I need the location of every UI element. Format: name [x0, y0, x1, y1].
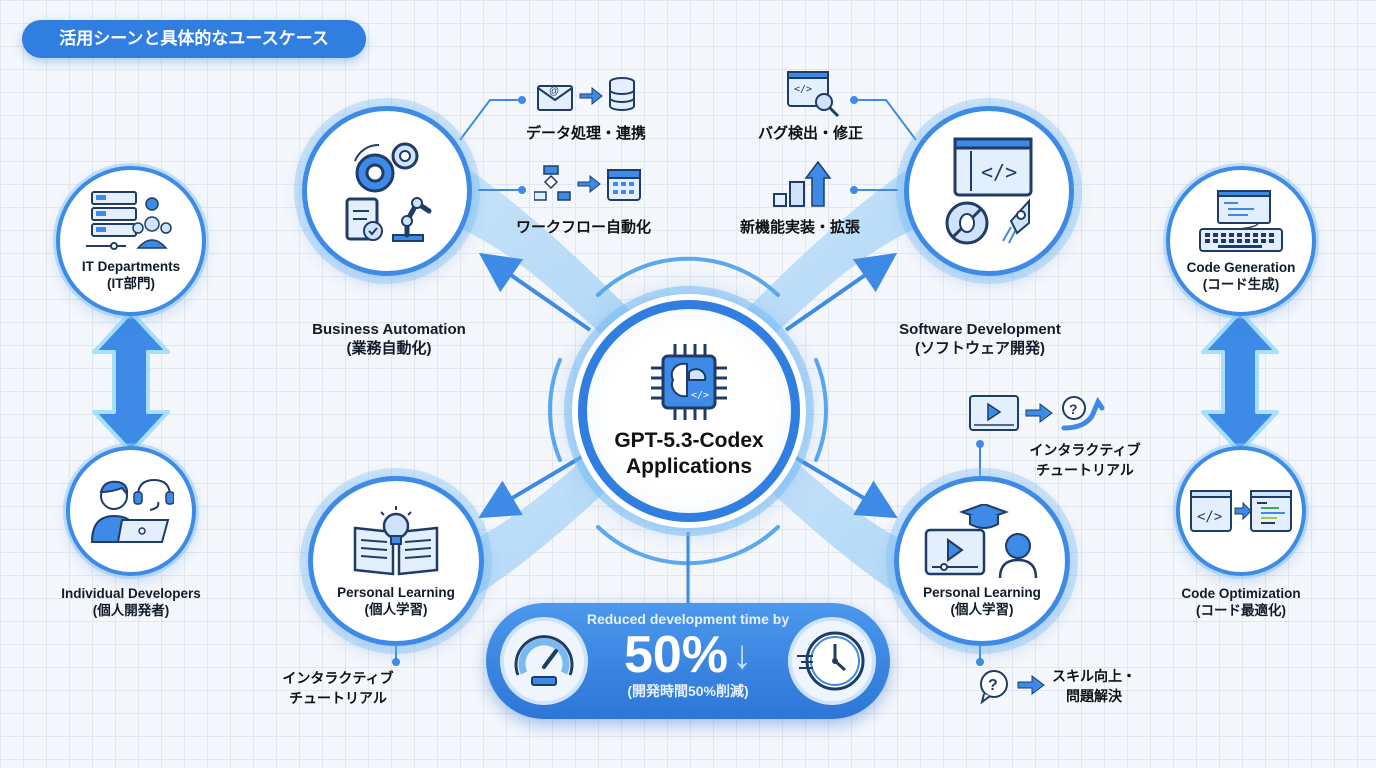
svg-text:@: @: [549, 86, 559, 97]
stat-caption-jp: (開発時間50%削減): [627, 683, 749, 699]
svg-text:</>: </>: [981, 160, 1017, 184]
feature-skill-up: スキル向上・ 問題解決: [1052, 666, 1136, 706]
label-en: Personal Learning: [337, 585, 455, 600]
stat-caption: Reduced development time by: [586, 611, 790, 627]
node-individual-developers[interactable]: [66, 446, 196, 576]
svg-text:</>: </>: [794, 84, 812, 95]
growth-bars-arrow-icon: [772, 160, 832, 208]
node-personal-learning-left[interactable]: Personal Learning (個人学習): [308, 476, 484, 646]
label-jp: (業務自動化): [346, 340, 432, 357]
label-jp: (コード最適化): [1196, 603, 1286, 618]
question-bubble-icon: ?: [980, 670, 1008, 705]
node-it-departments[interactable]: IT Departments (IT部門): [56, 166, 206, 316]
ai-chip-brain-code-icon: </>: [651, 344, 727, 420]
flowchart-icon: [533, 165, 571, 201]
book-lightbulb-icon: [353, 506, 439, 576]
video-player-icon: [969, 395, 1019, 431]
label-en: Code Optimization: [1181, 586, 1301, 601]
label-software-development: Software Development (ソフトウェア開発): [862, 320, 1098, 358]
label-en: Personal Learning: [923, 585, 1041, 600]
label-jp: (個人学習): [364, 602, 428, 617]
feature-icons-data-processing: @: [536, 76, 646, 112]
double-arrow-right: [1201, 310, 1279, 454]
server-team-icon: [86, 191, 172, 250]
feature-new-feature: 新機能実装・拡張: [740, 219, 861, 236]
label-en: Individual Developers: [61, 586, 201, 601]
email-icon: @: [537, 85, 573, 111]
svg-text:?: ?: [1069, 401, 1078, 417]
feature-interactive-tutorial-right: インタラクティブ チュートリアル: [1026, 440, 1144, 480]
node-personal-learning-right[interactable]: Personal Learning (個人学習): [894, 476, 1070, 646]
fast-clock-icon: [788, 617, 876, 705]
node-code-optimization[interactable]: </>: [1176, 446, 1306, 576]
down-arrow-icon: ↓: [732, 633, 753, 677]
label-en: Code Generation: [1186, 260, 1296, 275]
double-arrow-left: [92, 310, 170, 454]
page-title: 活用シーンと具体的なユースケース: [22, 20, 366, 58]
feature-icons-skill-up: ?: [978, 668, 1052, 705]
feature-data-processing: データ処理・連携: [526, 125, 647, 142]
feature-workflow-automation: ワークフロー自動化: [516, 219, 652, 236]
svg-text:?: ?: [988, 677, 998, 694]
feature-text-line1: インタラクティブ: [1029, 442, 1141, 458]
label-jp: (個人学習): [950, 602, 1014, 617]
speedometer-icon: [500, 617, 588, 705]
svg-text:</>: </>: [1197, 509, 1222, 525]
center-title: GPT-5.3-Codex Applications: [614, 428, 763, 480]
svg-text:</>: </>: [691, 390, 709, 401]
code-search-icon: </>: [786, 70, 842, 120]
developer-laptop-headset-icon: [90, 478, 174, 543]
code-window-keyboard-icon: [1199, 190, 1283, 252]
stat-banner: Reduced development time by 50% ↓ (開発時間5…: [486, 603, 890, 719]
feature-text-line1: インタラクティブ: [282, 670, 394, 686]
stat-content: Reduced development time by 50% ↓ (開発時間5…: [586, 611, 790, 701]
center-title-line2: Applications: [625, 455, 752, 478]
center-node-gpt-codex[interactable]: </> GPT-5.3-Codex Applications: [578, 300, 800, 522]
feature-icons-tutorial-right: ?: [968, 394, 1112, 434]
label-en: Software Development: [899, 321, 1061, 338]
code-window-bug-rocket-icon: </>: [945, 137, 1033, 245]
code-refactor-icon: </>: [1190, 490, 1292, 532]
label-code-optimization: Code Optimization (コード最適化): [1150, 585, 1332, 619]
node-business-automation[interactable]: [302, 106, 472, 276]
feature-interactive-tutorial-left: インタラクティブ チュートリアル: [276, 668, 400, 708]
label-business-automation: Business Automation (業務自動化): [272, 320, 506, 358]
gears-document-robot-arm-icon: [345, 142, 432, 242]
label-en: IT Departments: [81, 259, 181, 274]
arrow-right-icon: [579, 86, 603, 106]
feature-text-line1: スキル向上・: [1052, 668, 1136, 684]
stat-value: 50%: [623, 626, 729, 684]
label-jp: (IT部門): [107, 276, 155, 291]
label-en: Business Automation: [312, 321, 466, 338]
feature-text-line2: チュートリアル: [1036, 462, 1134, 478]
node-code-generation[interactable]: Code Generation (コード生成): [1166, 166, 1316, 316]
center-title-line1: GPT-5.3-Codex: [614, 429, 764, 452]
video-graduate-icon: [924, 504, 1038, 579]
node-software-development[interactable]: </>: [904, 106, 1074, 276]
arrow-right-icon: [577, 174, 601, 194]
label-individual-developers: Individual Developers (個人開発者): [36, 585, 226, 619]
feature-bug-detection: バグ検出・修正: [758, 125, 864, 142]
label-jp: (個人開発者): [92, 603, 170, 618]
calendar-icon: [607, 169, 641, 201]
question-growth-icon: ?: [1061, 396, 1105, 431]
database-icon: [609, 77, 635, 111]
arrow-right-icon: [1017, 675, 1045, 695]
feature-text-line2: 問題解決: [1066, 688, 1122, 704]
feature-icons-workflow: [533, 164, 646, 204]
arrow-right-icon: [1025, 403, 1053, 423]
label-jp: (コード生成): [1202, 277, 1280, 292]
feature-text-line2: チュートリアル: [289, 690, 387, 706]
label-jp: (ソフトウェア開発): [915, 340, 1045, 357]
